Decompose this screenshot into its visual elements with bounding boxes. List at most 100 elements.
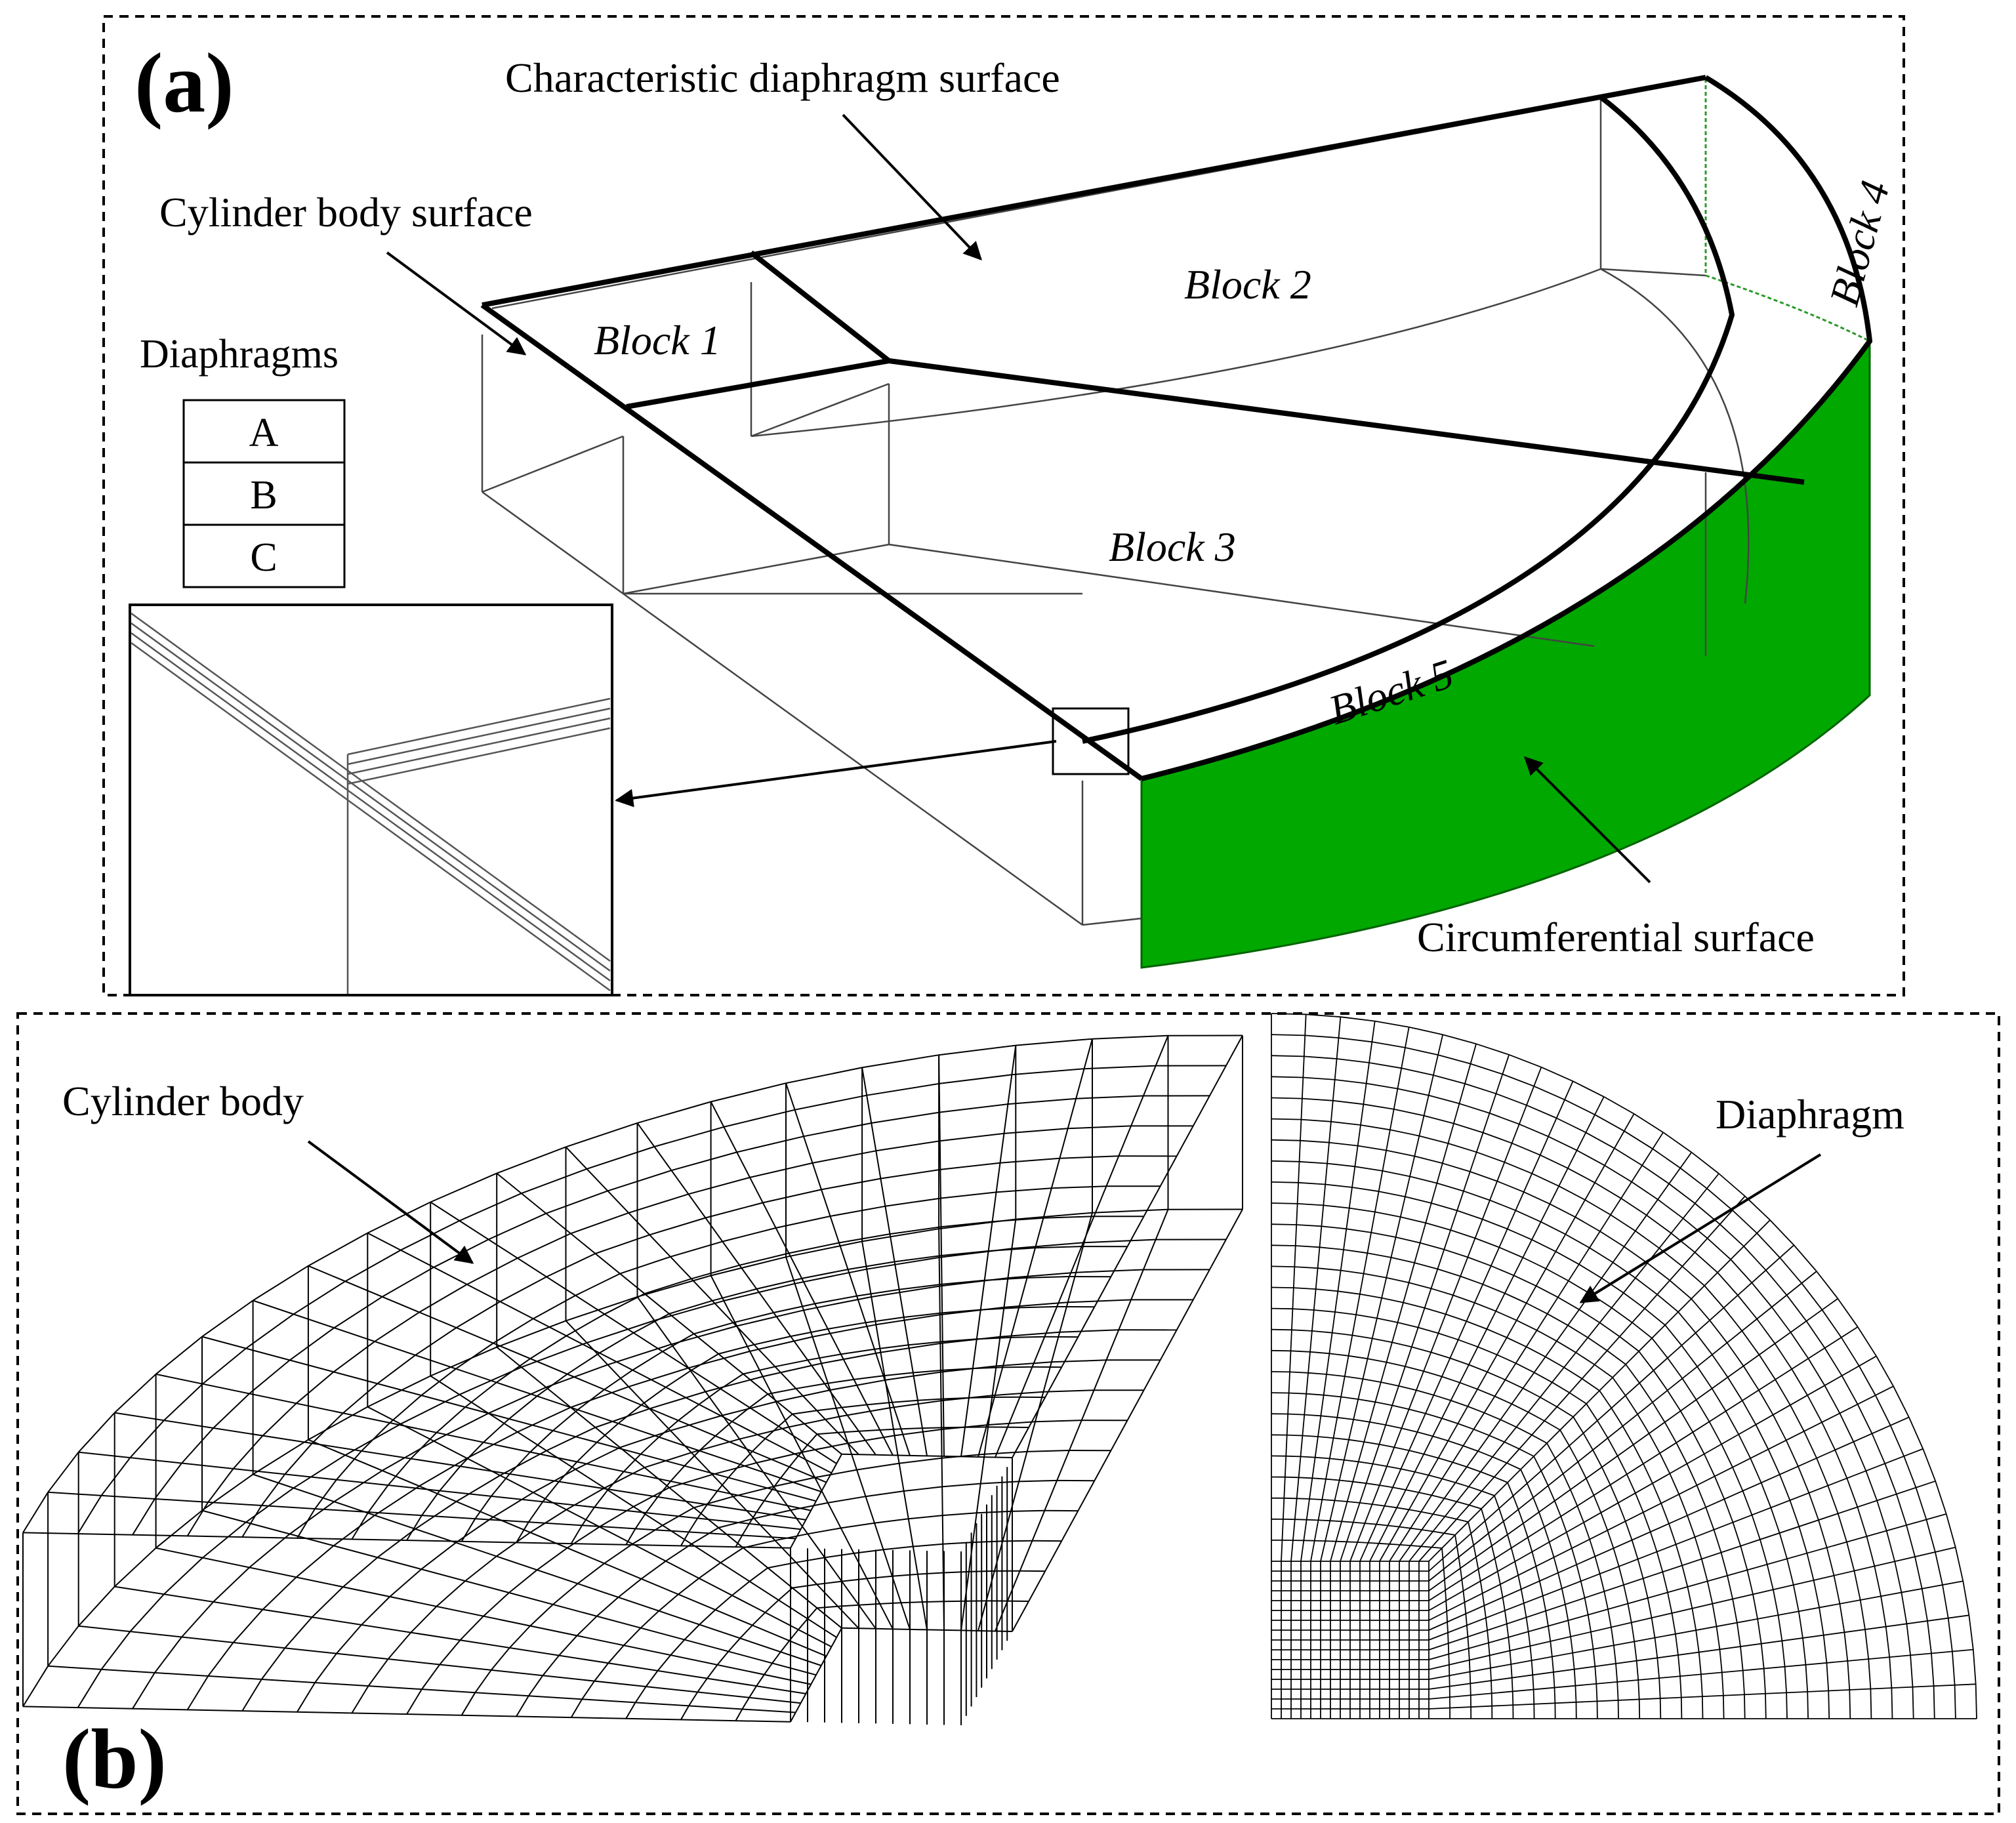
diaphragm-ring-line [1487,1371,1506,1381]
cylinder-ring-line [658,1593,679,1612]
diaphragm-ring-line [1302,1435,1319,1437]
diaphragm-ring-line [1453,1122,1483,1134]
cylinder-ring-line [764,1662,773,1675]
diaphragm-ring-line [1952,1651,1956,1685]
diaphragm-ring-line [1933,1686,1935,1719]
cylinder-ring-line [749,1567,768,1582]
diaphragm-ring-line [1617,1502,1626,1522]
cylinder-ring-line [841,1627,859,1629]
diaphragm-ring-line [1624,1395,1638,1415]
diaphragm-ring-line [1351,1187,1379,1193]
diaphragm-ring-line [1662,1132,1692,1153]
diaphragm-ring-line [1746,1570,1754,1595]
diaphragm-ring-line [1623,1584,1629,1604]
diaphragm-ring-line [1572,1652,1575,1669]
cylinder-ring-line [607,1645,625,1664]
diaphragm-ring-line [1372,1463,1388,1467]
cylinder-ring-line [202,1521,247,1559]
diaphragm-ring-line [1481,1593,1485,1606]
diaphragm-ring-line [1496,1354,1516,1364]
cylinder-ring-line [794,1528,802,1539]
diaphragm-ring-line [1664,1324,1682,1346]
diaphragm-ring-line [1792,1584,1800,1612]
diaphragm-ring-line [1614,1147,1643,1166]
cylinder-ring-line [977,1456,996,1458]
cylinder-ring-line [634,1512,647,1529]
diaphragm-ring-line [1531,1551,1537,1567]
diaphragm-ring-line [1765,1269,1788,1296]
cylinder-ring-line [815,1665,822,1675]
cylinder-ring-line [938,1044,1016,1056]
diaphragm-ring-line [1511,1403,1529,1413]
cylinder-ring-line [537,1373,568,1397]
diaphragm-ring-line [1374,1020,1409,1028]
cylinder-ring-line [594,1662,609,1682]
cylinder-ring-line [410,1432,438,1460]
diaphragm-ring-line [1821,1422,1836,1450]
diaphragm-ring-line [1779,1257,1802,1284]
cylinder-ring-line [570,1525,583,1544]
diaphragm-ring-line [1477,1450,1493,1458]
diaphragm-ring-line [1504,1610,1508,1624]
diaphragm-ring-line [1660,1503,1670,1525]
diaphragm-ring-line [1615,1663,1618,1682]
cylinder-ring-line [567,1526,600,1549]
diaphragm-ring-line [1399,1526,1411,1529]
diaphragm-ring-line [1526,1104,1557,1119]
diaphragm-ring-line [1583,1522,1590,1540]
diaphragm-ring-line [1424,1453,1439,1459]
diaphragm-ring-line [1827,1485,1839,1514]
diaphragm-ring-line [1447,1632,1449,1644]
diaphragm-ring-line [1337,1416,1354,1420]
diaphragm-ring-line [1460,1275,1483,1285]
cylinder-ring-line [586,1320,655,1343]
diaphragm-ring-line [1389,1129,1420,1137]
cylinder-ring-line [780,1466,790,1479]
cylinder-ring-line [289,1327,335,1361]
diaphragm-ring-line [1865,1470,1878,1501]
diaphragm-ring-line [1498,1246,1523,1258]
diaphragm-ring-line [1397,1088,1429,1096]
cylinder-ring-line [678,1578,700,1595]
cylinder-ring-line [693,1496,733,1509]
diaphragm-ring-line [1891,1688,1893,1719]
diaphragm-ring-line [1488,1533,1492,1546]
diaphragm-ring-line [1556,1406,1574,1418]
cylinder-ring-line [749,1393,768,1408]
cylinder-ring-line [1002,1366,1033,1368]
diaphragm-ring-line [1526,1483,1534,1498]
diaphragm-ring-line [1568,1280,1591,1295]
cylinder-ring-line [775,1533,808,1542]
cylinder-ring-line [623,1454,642,1472]
cylinder-ring-line [419,1284,468,1313]
cylinder-ring-line [662,1333,695,1353]
cylinder-ring-line [817,1605,838,1609]
cylinder-ring-line [796,1383,825,1389]
cylinder-ring-line [499,1276,547,1302]
diaphragm-ring-line [1496,1180,1525,1193]
cylinder-ring-line [508,1569,538,1593]
diaphragm-ring-line [1915,1487,1927,1520]
diaphragm-ring-line [1808,1492,1819,1521]
cylinder-ring-line [867,1401,893,1406]
cylinder-ring-line [899,1283,942,1290]
diaphragm-ring-line [1569,1445,1579,1462]
cylinder-ring-line [773,1303,815,1313]
diaphragm-ring-line [1355,1166,1383,1172]
cylinder-ring-line [890,1226,941,1235]
diaphragm-ring-line [1604,1164,1632,1183]
cylinder-ring-line [163,1383,203,1422]
cylinder-ring-line [649,1217,706,1236]
diaphragm-ring-line [1813,1580,1820,1608]
diaphragm-ring-line [1631,1540,1639,1559]
diaphragm-ring-line [1441,1418,1458,1424]
diaphragm-ring-line [1372,1504,1385,1507]
diaphragm-ring-line [1545,1356,1565,1368]
diaphragm-ring-line [1409,1509,1422,1513]
diaphragm-ring-line [1376,1317,1398,1323]
diaphragm-ring-line [1494,1495,1500,1509]
cylinder-ring-line [1027,1276,1069,1279]
diaphragm-ring-line [1391,1404,1409,1410]
cylinder-ring-line [1035,1420,1082,1423]
